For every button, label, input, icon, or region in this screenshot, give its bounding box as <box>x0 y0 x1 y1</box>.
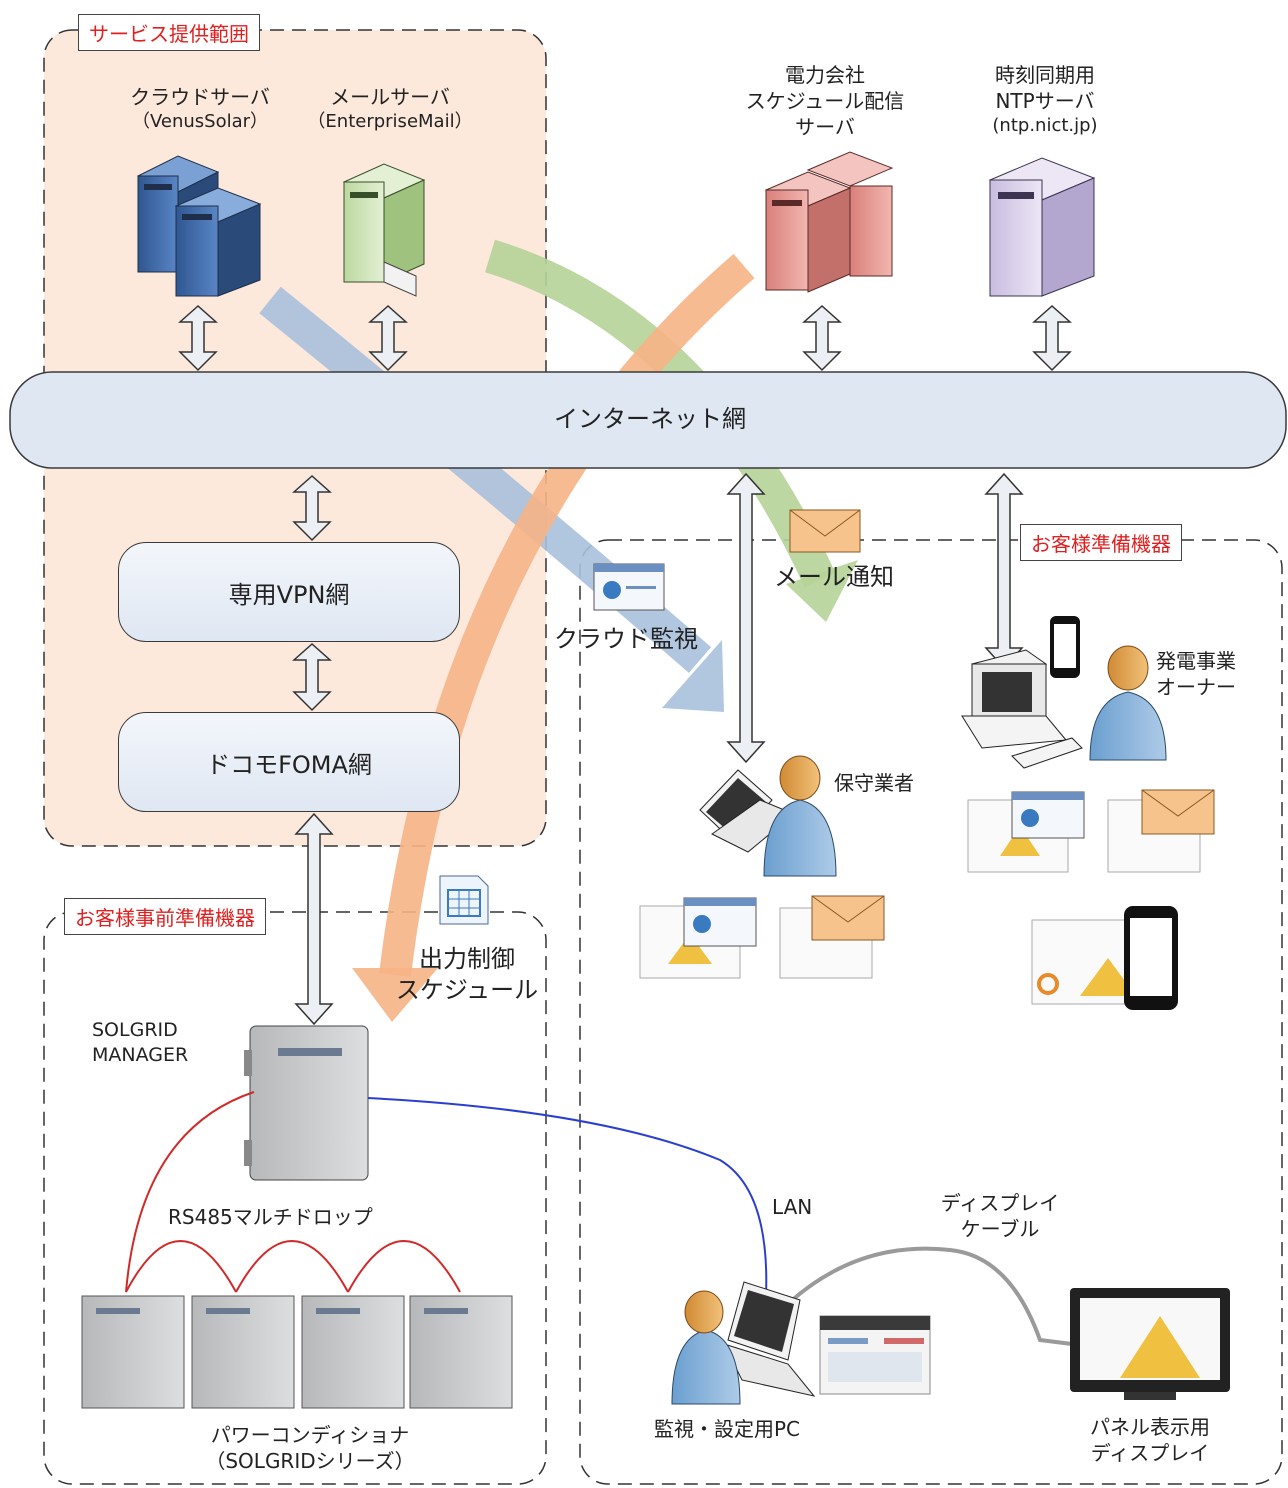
power-conditioner-label: パワーコンディショナ （SOLGRIDシリーズ） <box>190 1422 430 1474</box>
foma-network: ドコモFOMA網 <box>118 712 460 812</box>
monitoring-app-thumbnail <box>819 1315 931 1395</box>
maintenance-label: 保守業者 <box>834 771 914 795</box>
owner-smartphone-dashboard <box>1031 906 1178 1010</box>
rs485-cables <box>125 1091 461 1293</box>
schedule-label: 出力制御 スケジュール <box>382 944 552 1006</box>
panel-display-label: パネル表示用 ディスプレイ <box>1070 1414 1230 1466</box>
solgrid-manager-icon <box>244 1025 369 1181</box>
mail-notify-label: メール通知 <box>774 563 894 591</box>
mail-notification-envelope-icon <box>789 509 861 553</box>
power-conditioner-line2: （SOLGRIDシリーズ） <box>205 1449 415 1473</box>
power-conditioner-line1: パワーコンディショナ <box>210 1423 410 1447</box>
maintenance-mail-thumbnail <box>779 895 885 979</box>
power-server-line2: スケジュール配信 <box>745 89 905 113</box>
solgrid-manager-label: SOLGRID MANAGER <box>92 1018 188 1067</box>
power-server-line3: サーバ <box>795 115 855 139</box>
rs485-label: RS485マルチドロップ <box>168 1205 373 1229</box>
display-cable-label: ディスプレイ ケーブル <box>920 1190 1080 1242</box>
power-server-line1: 電力会社 <box>785 63 865 87</box>
cloud-server-icon <box>136 155 262 297</box>
cloud-server-sub: （VenusSolar） <box>131 111 269 132</box>
power-conditioner-unit <box>81 1295 185 1409</box>
link-mail-internet <box>368 304 408 372</box>
panel-display-line1: パネル表示用 <box>1090 1415 1210 1439</box>
link-internet-maintenance <box>726 472 766 764</box>
cloud-monitor-label: クラウド監視 <box>554 625 698 653</box>
ntp-server-line3: (ntp.nict.jp) <box>992 115 1098 136</box>
power-conditioner-unit <box>409 1295 513 1409</box>
power-conditioner-unit <box>191 1295 295 1409</box>
cloud-server-label: クラウドサーバ （VenusSolar） <box>100 84 300 133</box>
mail-server-sub: （EnterpriseMail） <box>307 111 473 132</box>
display-cable-line1: ディスプレイ <box>940 1191 1060 1215</box>
maintenance-dashboard-thumbnail <box>639 897 757 979</box>
flow-mail-band <box>485 239 836 588</box>
mail-server-label: メールサーバ （EnterpriseMail） <box>290 84 490 133</box>
power-conditioner-units <box>81 1295 513 1409</box>
link-ntp-internet <box>1032 304 1072 372</box>
cloud-server-name: クラウドサーバ <box>130 85 270 109</box>
solgrid-manager-line2: MANAGER <box>92 1043 189 1066</box>
owner-label-line2: オーナー <box>1156 675 1236 699</box>
internet-network-label: インターネット網 <box>554 405 746 433</box>
display-cable <box>788 1246 1073 1346</box>
schedule-table-icon <box>439 875 489 925</box>
zone-customer-equipment <box>579 539 1283 1485</box>
power-conditioner-unit <box>301 1295 405 1409</box>
double-arrows <box>178 304 1072 1026</box>
link-power-internet <box>802 304 842 372</box>
lan-cable <box>367 1097 768 1297</box>
zone-label-customer-equipment: お客様準備機器 <box>1020 524 1182 561</box>
monitoring-laptop-icon <box>723 1281 816 1397</box>
owner-dashboard-thumbnail <box>967 791 1085 873</box>
solgrid-manager-line1: SOLGRID <box>92 1019 178 1041</box>
power-schedule-server-icon <box>764 151 894 293</box>
flow-mail-head <box>786 560 858 622</box>
schedule-label-line2: スケジュール <box>395 976 539 1005</box>
cloud-monitor-browser-icon <box>593 563 665 611</box>
panel-display-icon <box>1070 1288 1230 1400</box>
link-vpn-foma <box>292 642 332 712</box>
link-cloud-internet <box>178 304 218 372</box>
link-internet-owner <box>984 472 1024 670</box>
lan-label: LAN <box>772 1195 813 1219</box>
display-cable-line2: ケーブル <box>960 1217 1040 1241</box>
ntp-server-line2: NTPサーバ <box>995 89 1095 113</box>
vpn-network: 専用VPN網 <box>118 542 460 642</box>
flow-cloud-monitor-head <box>662 640 724 712</box>
zone-label-service-area: サービス提供範囲 <box>78 14 260 51</box>
mail-server-icon <box>342 163 426 297</box>
mail-server-name: メールサーバ <box>330 85 450 109</box>
flow-schedule-band <box>379 253 755 977</box>
zone-customer-pre-equipment <box>43 911 547 1485</box>
owner-desktop-pc-icon <box>961 649 1083 769</box>
link-internet-vpn <box>292 474 332 542</box>
vpn-network-label: 専用VPN網 <box>228 580 350 609</box>
monitoring-person-icon <box>671 1290 741 1405</box>
ntp-server-line1: 時刻同期用 <box>995 63 1095 87</box>
owner-person-icon <box>1089 645 1167 761</box>
panel-display-line2: ディスプレイ <box>1090 1441 1210 1465</box>
schedule-label-line1: 出力制御 <box>419 945 515 973</box>
ntp-server-label: 時刻同期用 NTPサーバ (ntp.nict.jp) <box>950 62 1140 137</box>
foma-network-label: ドコモFOMA網 <box>206 750 372 779</box>
link-foma-manager <box>294 812 334 1026</box>
monitoring-pc-label: 監視・設定用PC <box>654 1417 801 1441</box>
owner-label: 発電事業 オーナー <box>1156 648 1236 700</box>
flow-schedule-head <box>352 968 438 1022</box>
owner-phone-icon <box>1050 616 1080 678</box>
owner-label-line1: 発電事業 <box>1156 649 1236 673</box>
internet-network <box>9 371 1287 469</box>
owner-mail-thumbnail <box>1107 789 1215 873</box>
zone-label-customer-pre-equipment: お客様事前準備機器 <box>64 898 266 935</box>
maintenance-person-icon <box>763 755 837 877</box>
power-server-label: 電力会社 スケジュール配信 サーバ <box>720 62 930 140</box>
ntp-server-icon <box>988 157 1096 297</box>
